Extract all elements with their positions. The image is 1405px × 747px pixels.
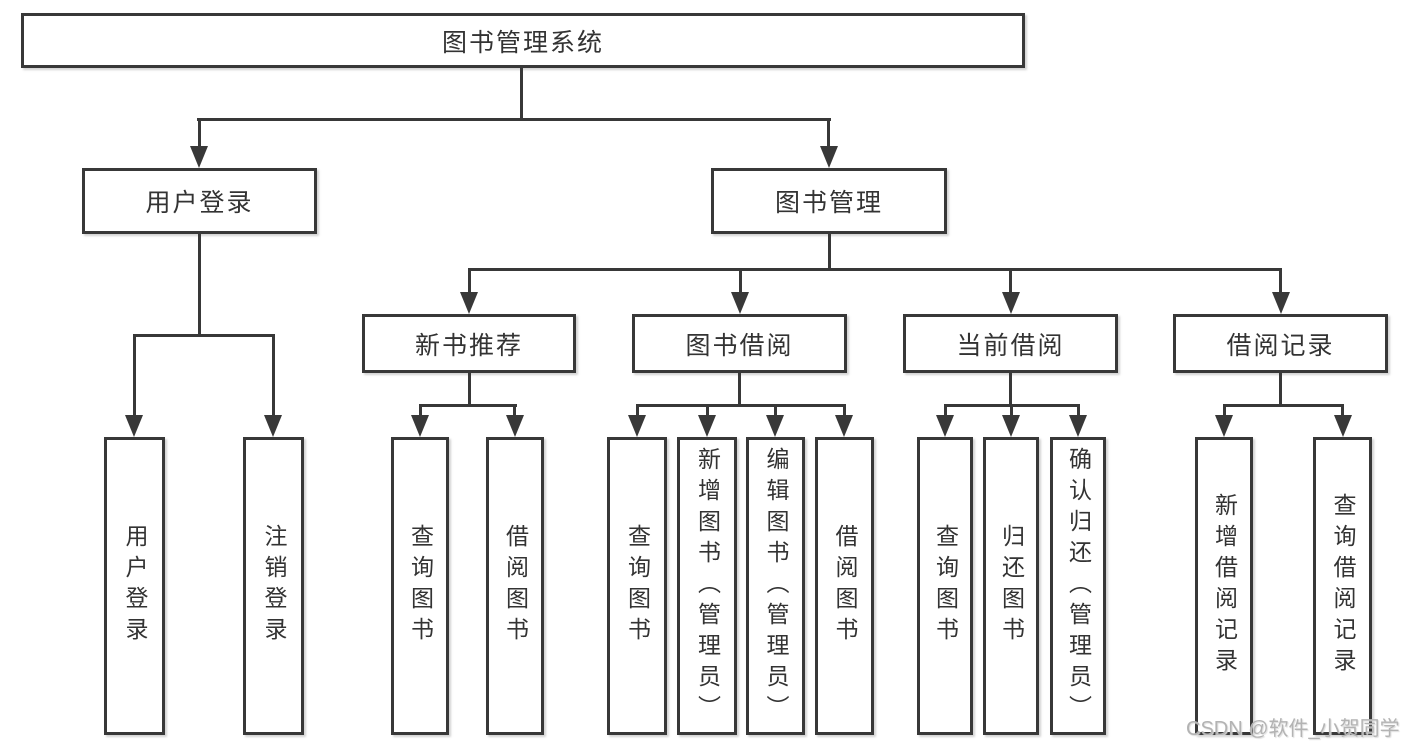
arrow-down-icon [264,415,282,437]
arrow-down-icon [766,415,784,437]
leaf-query-book: 查询图书 [917,437,973,735]
connector-root-stub [520,68,523,121]
leaf-label: 注销登录 [261,524,287,648]
arrow-down-icon [125,415,143,437]
arrow-down-icon [190,146,208,168]
arrow-down-icon [835,415,853,437]
leaf-label: 借阅图书 [502,524,529,648]
leaf-label: 用户登录 [122,524,148,648]
connector-stem-leaf-logout [272,334,275,417]
connector-stem-borrow-records [1279,268,1282,296]
leaf-label: 借阅图书 [832,524,858,648]
arrow-down-icon [731,292,749,314]
leaf-return-book: 归还图书 [983,437,1039,735]
leaf-label: 编辑图书（管理员） [763,446,789,726]
connector-level3-horizontal [468,268,1282,271]
connector-horizontal [1223,404,1344,407]
node-user-login: 用户登录 [82,168,317,234]
connector-user-branch-stub [198,234,201,337]
leaf-add-borrow-record: 新增借阅记录 [1195,437,1253,735]
connector-stem [1077,404,1080,417]
leaf-label: 查询图书 [624,524,651,648]
connector-stem [513,404,516,417]
leaf-label: 归还图书 [998,524,1025,648]
connector-stem-book-borrow [739,268,742,296]
arrow-down-icon [1215,415,1233,437]
arrow-down-icon [698,415,716,437]
arrow-down-icon [820,146,838,168]
connector-horizontal [636,404,846,407]
arrow-down-icon [506,415,524,437]
leaf-label: 查询图书 [407,524,434,648]
connector-stem [636,404,639,417]
node-root-label: 图书管理系统 [441,28,604,57]
connector-stem [419,404,422,417]
node-borrow-records: 借阅记录 [1173,314,1388,373]
connector-stem-new-book [468,268,471,296]
node-book-management: 图书管理 [711,168,947,234]
node-book-borrow-label: 图书借阅 [685,331,794,360]
leaf-label: 查询图书 [932,524,959,648]
leaf-borrow-book: 借阅图书 [815,437,874,735]
arrow-down-icon [1002,415,1020,437]
leaf-query-book: 查询图书 [607,437,667,735]
connector-stem-user-login [198,118,201,150]
arrow-down-icon [1272,292,1290,314]
arrow-down-icon [411,415,429,437]
leaf-query-borrow-record: 查询借阅记录 [1313,437,1372,735]
connector-stem [774,404,777,417]
arrow-down-icon [628,415,646,437]
node-book-management-label: 图书管理 [774,189,883,217]
connector-stub [468,373,471,407]
leaf-label: 新增图书（管理员） [694,446,721,726]
arrow-down-icon [1002,292,1020,314]
node-new-book-recommend-label: 新书推荐 [414,331,523,360]
connector-stem [1223,404,1226,417]
connector-user-branch-horizontal [133,334,275,337]
connector-level1-horizontal [197,118,831,121]
arrow-down-icon [936,415,954,437]
connector-stem [1010,404,1013,417]
connector-stub [1279,373,1282,407]
leaf-confirm-return-admin: 确认归还（管理员） [1050,437,1106,735]
leaf-query-book: 查询图书 [391,437,449,735]
connector-stem-leaf-login [133,334,136,417]
connector-book-branch-stub [828,234,831,271]
node-book-borrow: 图书借阅 [632,314,847,373]
node-current-borrow: 当前借阅 [903,314,1118,373]
connector-stem-current-borrow [1009,268,1012,296]
connector-stem [1341,404,1344,417]
connector-stem [944,404,947,417]
node-current-borrow-label: 当前借阅 [956,331,1065,360]
leaf-label: 新增借阅记录 [1211,493,1238,679]
arrow-down-icon [460,292,478,314]
connector-stem [843,404,846,417]
csdn-watermark: CSDN @软件_小贺同学 [1186,718,1400,740]
connector-stem-book-management [827,118,830,150]
leaf-add-book-admin: 新增图书（管理员） [677,437,737,735]
leaf-edit-book-admin: 编辑图书（管理员） [746,437,805,735]
leaf-user-login: 用户登录 [104,437,165,735]
arrow-down-icon [1334,415,1352,437]
leaf-label: 查询借阅记录 [1330,493,1356,679]
connector-stub [1009,373,1012,407]
leaf-label: 确认归还（管理员） [1065,446,1092,726]
leaf-borrow-book: 借阅图书 [486,437,544,735]
node-user-login-label: 用户登录 [145,189,254,217]
connector-horizontal [419,404,517,407]
node-borrow-records-label: 借阅记录 [1226,331,1335,360]
node-root-system: 图书管理系统 [21,13,1025,68]
arrow-down-icon [1069,415,1087,437]
leaf-logout: 注销登录 [243,437,304,735]
connector-stub [738,373,741,407]
connector-stem [706,404,709,417]
node-new-book-recommend: 新书推荐 [362,314,576,373]
